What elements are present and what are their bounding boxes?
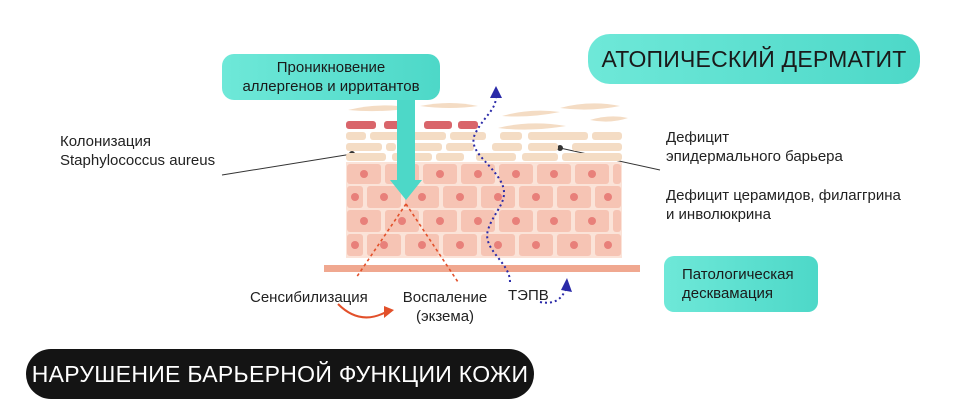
sensitization-label: Сенсибилизация bbox=[250, 289, 368, 306]
sensitization-to-inflammation-arrow bbox=[337, 303, 387, 319]
cell-nucleus bbox=[474, 217, 482, 225]
colonization-line-2: Staphylococcus aureus bbox=[60, 152, 216, 169]
colonization-line-1: Колонизация bbox=[60, 133, 151, 150]
diagram-title: АТОПИЧЕСКИЙ ДЕРМАТИТ bbox=[588, 34, 920, 84]
basement-membrane bbox=[324, 265, 640, 272]
cell-nucleus bbox=[604, 193, 612, 201]
cell-nucleus bbox=[532, 193, 540, 201]
cell-nucleus bbox=[512, 217, 520, 225]
cell-nucleus bbox=[550, 170, 558, 178]
cell-nucleus bbox=[436, 170, 444, 178]
barrier-deficit-line-2: эпидермального барьера bbox=[666, 148, 843, 165]
keratinocyte-layers bbox=[346, 162, 622, 258]
keratinocyte-cell bbox=[613, 210, 621, 232]
bottom-banner: НАРУШЕНИЕ БАРЬЕРНОЙ ФУНКЦИИ КОЖИ bbox=[26, 349, 534, 399]
cell-nucleus bbox=[550, 217, 558, 225]
inflammation-label: Воспаление (экзема) bbox=[400, 288, 490, 326]
cell-nucleus bbox=[398, 217, 406, 225]
cell-nucleus bbox=[360, 170, 368, 178]
keratinocyte-cell bbox=[613, 164, 621, 184]
cell-nucleus bbox=[588, 170, 596, 178]
cell-nucleus bbox=[494, 193, 502, 201]
stratum-corneum-flakes bbox=[348, 103, 628, 130]
cell-nucleus bbox=[380, 193, 388, 201]
tewl-small-arrow-head bbox=[561, 278, 572, 292]
penetration-line-2: аллергенов и ирритантов bbox=[242, 78, 420, 95]
granular-layer bbox=[346, 132, 622, 161]
barrier-deficit-label: Дефицит эпидермального барьера bbox=[666, 128, 843, 166]
inflammation-line-1: Воспаление bbox=[402, 289, 488, 306]
penetration-arrow-head bbox=[390, 180, 422, 200]
cell-nucleus bbox=[588, 217, 596, 225]
desquamation-box: Патологическая десквамация bbox=[664, 256, 818, 312]
ceramide-deficit-line-1: Дефицит церамидов, филаггрина bbox=[666, 187, 901, 204]
cell-nucleus bbox=[570, 193, 578, 201]
sensitization-path bbox=[355, 203, 407, 279]
cell-nucleus bbox=[532, 241, 540, 249]
desquamation-line-1: Патологическая bbox=[682, 266, 794, 283]
cell-nucleus bbox=[351, 193, 359, 201]
ceramide-deficit-line-2: и инволюкрина bbox=[666, 206, 771, 223]
cell-nucleus bbox=[474, 170, 482, 178]
inflammation-line-2: (экзема) bbox=[415, 308, 475, 325]
cell-nucleus bbox=[418, 241, 426, 249]
cell-nucleus bbox=[436, 217, 444, 225]
cell-nucleus bbox=[380, 241, 388, 249]
penetration-label-box: Проникновение аллергенов и ирритантов bbox=[222, 54, 440, 100]
cell-nucleus bbox=[604, 241, 612, 249]
barrier-deficit-line-1: Дефицит bbox=[666, 129, 730, 146]
ceramide-deficit-label: Дефицит церамидов, филаггрина и инволюкр… bbox=[666, 186, 901, 224]
colonization-label: Колонизация Staphylococcus aureus bbox=[60, 132, 215, 170]
tewl-arrow-head bbox=[490, 86, 502, 98]
cell-nucleus bbox=[351, 241, 359, 249]
colonization-leader-line bbox=[221, 153, 353, 176]
sensitization-arrow-head bbox=[384, 306, 394, 318]
cell-nucleus bbox=[360, 217, 368, 225]
inflammation-path bbox=[405, 203, 459, 283]
tewl-label: ТЭПВ bbox=[508, 287, 549, 304]
tewl-path bbox=[472, 95, 511, 283]
cell-nucleus bbox=[456, 241, 464, 249]
cell-nucleus bbox=[512, 170, 520, 178]
penetration-arrow-shaft bbox=[397, 100, 415, 182]
penetration-line-1: Проникновение bbox=[276, 59, 386, 76]
desquamation-line-2: десквамация bbox=[682, 285, 774, 302]
barrier-leader-dot bbox=[557, 145, 563, 151]
cell-nucleus bbox=[456, 193, 464, 201]
cell-nucleus bbox=[494, 241, 502, 249]
tewl-small-path bbox=[539, 287, 567, 304]
cell-nucleus bbox=[570, 241, 578, 249]
cell-nucleus bbox=[418, 193, 426, 201]
